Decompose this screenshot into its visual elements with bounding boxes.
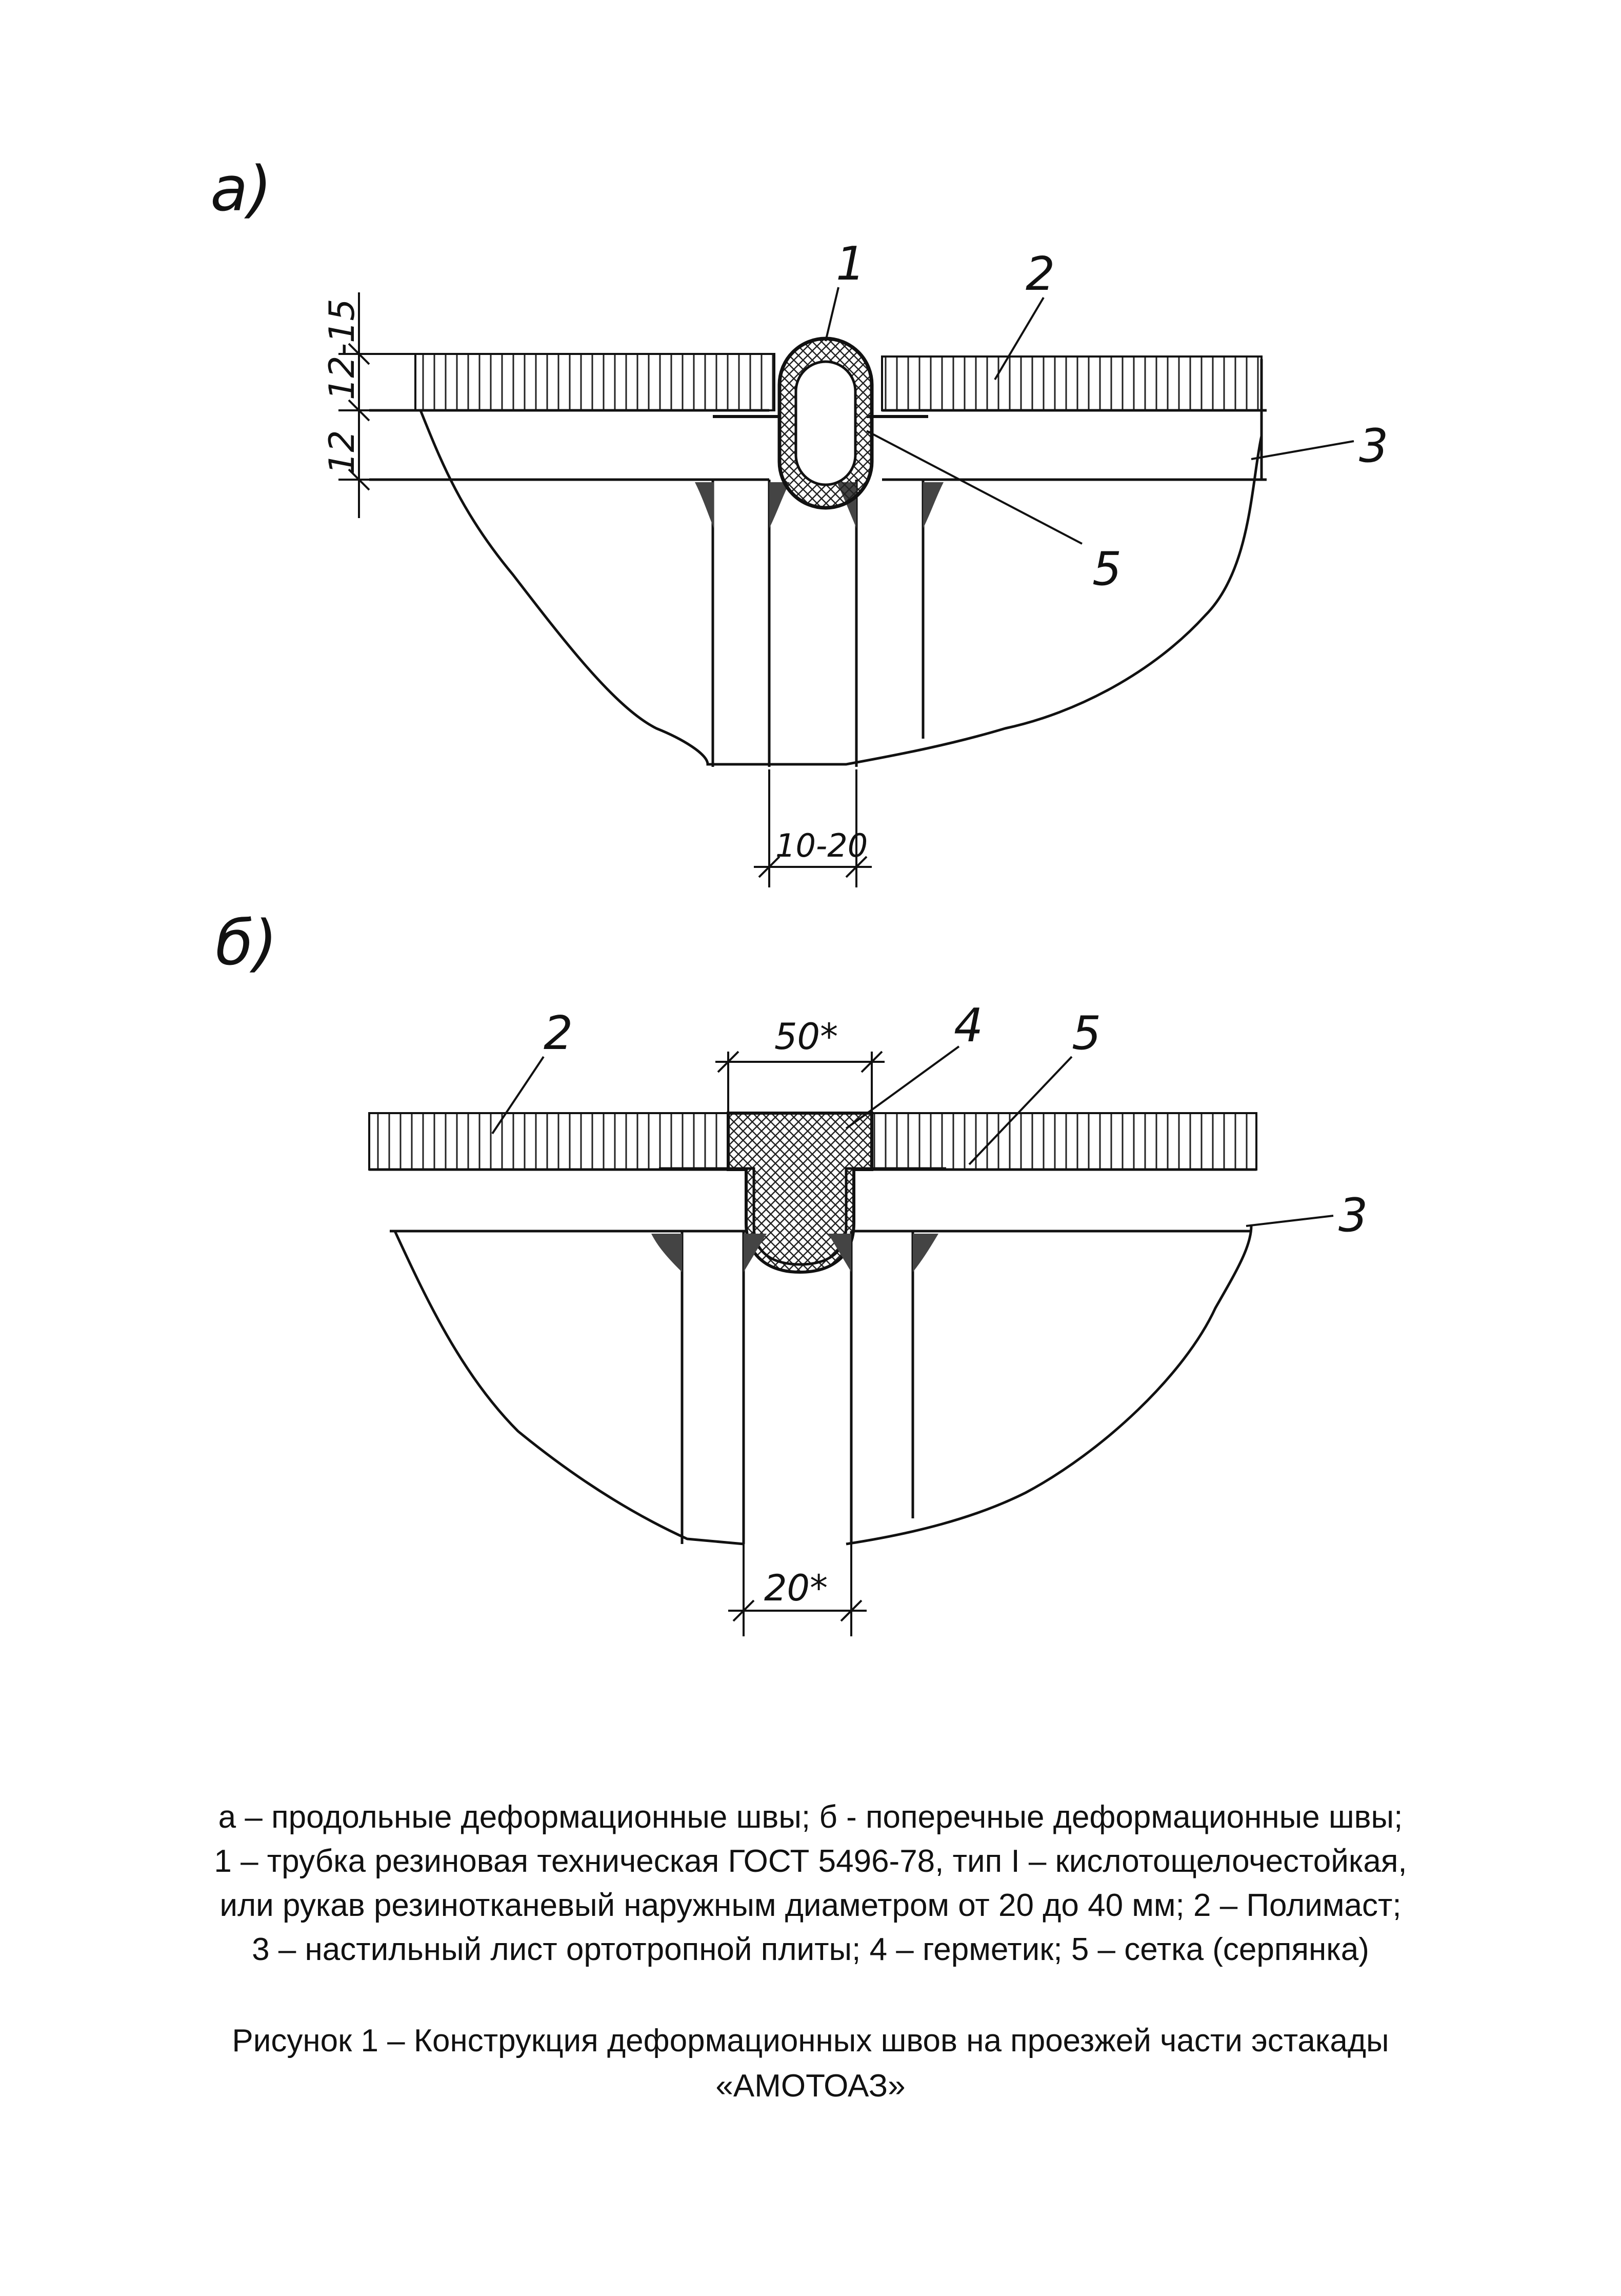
dimension-thickness-a: 12-15 12 xyxy=(322,292,426,518)
caption-line: Рисунок 1 – Конструкция деформационных ш… xyxy=(232,2023,1389,2059)
callout-a-1: 1 xyxy=(836,237,865,291)
callout-b-5: 5 xyxy=(1072,1006,1101,1060)
ribs-b xyxy=(681,1231,914,1544)
polimast-layer-a-left xyxy=(414,353,775,411)
ribs-a xyxy=(711,480,925,767)
dim-a-10-20: 10-20 xyxy=(775,827,868,864)
callout-b-2: 2 xyxy=(544,1006,573,1060)
leader-lines-b xyxy=(491,1045,1334,1227)
welds-b xyxy=(651,1234,938,1272)
callout-b-4: 4 xyxy=(954,999,983,1053)
dim-b-50: 50* xyxy=(774,1016,838,1058)
figure-b: б) 2 4 5 3 50* xyxy=(215,908,1368,1636)
figure-a: а) 1 2 3 5 12- xyxy=(210,154,1388,887)
deck-plate-b xyxy=(369,1168,1256,1233)
legend: а – продольные деформационные швы; б - п… xyxy=(0,1795,1621,1972)
callout-a-5: 5 xyxy=(1092,542,1122,596)
dim-b-20: 20* xyxy=(764,1567,828,1609)
legend-line: 1 – трубка резиновая техническая ГОСТ 54… xyxy=(214,1844,1407,1879)
figure-caption: Рисунок 1 – Конструкция деформационных ш… xyxy=(0,2018,1621,2109)
callout-a-3: 3 xyxy=(1359,419,1388,473)
structure-outline-a xyxy=(419,359,1263,766)
dim-a-12-15: 12-15 xyxy=(322,299,363,400)
caption-line: «АМОТОАЗ» xyxy=(715,2068,906,2104)
callout-a-2: 2 xyxy=(1026,247,1055,301)
rubber-tube-a xyxy=(777,337,874,510)
figure-b-label: б) xyxy=(215,908,277,979)
dimension-gap-a: 10-20 xyxy=(754,769,872,887)
deck-plate-a xyxy=(369,409,1267,481)
dim-a-12: 12 xyxy=(322,430,363,474)
expansion-joint-drawing: а) 1 2 3 5 12- xyxy=(210,154,1388,1636)
dimension-sealant-width-b: 50* xyxy=(715,1016,885,1113)
figure-a-label: а) xyxy=(210,154,272,225)
legend-line: а – продольные деформационные швы; б - п… xyxy=(218,1799,1403,1835)
leader-lines-a xyxy=(825,287,1354,545)
dimension-gap-b: 20* xyxy=(728,1544,867,1636)
legend-line: или рукав резинотканевый наружным диамет… xyxy=(219,1888,1402,1923)
structure-outline-b xyxy=(393,1225,1253,1546)
polimast-layer-b-left xyxy=(368,1112,729,1171)
legend-line: 3 – настильный лист ортотропной плиты; 4… xyxy=(252,1932,1369,1967)
polimast-layer-b-right xyxy=(871,1112,1257,1171)
callout-b-3: 3 xyxy=(1338,1189,1368,1242)
polimast-layer-a-right xyxy=(881,355,1263,411)
